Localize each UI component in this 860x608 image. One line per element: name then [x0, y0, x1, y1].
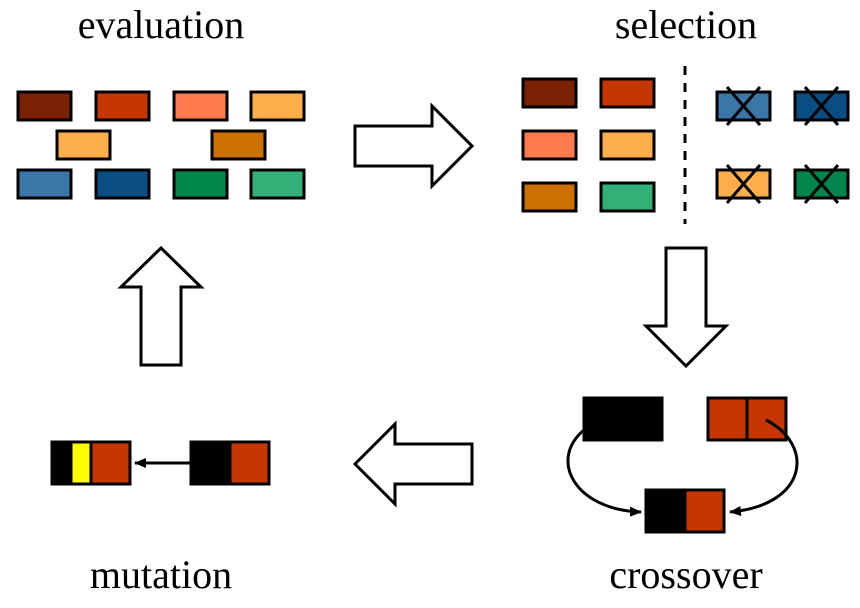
arrow-left: [352, 420, 474, 508]
selection-kept-individual: [521, 181, 578, 213]
evaluation-individual: [172, 90, 229, 122]
arrow-right: [353, 102, 475, 190]
evaluation-individual: [55, 129, 112, 161]
mutation-before: [189, 440, 271, 486]
cross-out-mark: [803, 164, 840, 204]
gene-segment: [69, 440, 93, 486]
gene-segment: [706, 396, 749, 442]
selection-kept-group: [521, 77, 656, 213]
label-selection: selection: [615, 2, 757, 47]
cross-out-mark: [725, 164, 762, 204]
selection-kept-individual: [599, 77, 656, 109]
selection-rejected-individual: [715, 164, 772, 204]
gene-segment: [621, 396, 664, 442]
selection-kept-individual: [521, 129, 578, 161]
selection-kept-individual: [599, 181, 656, 213]
gene-segment: [745, 396, 788, 442]
cross-out-mark: [803, 86, 840, 126]
crossover-child: [644, 488, 726, 534]
selection-kept-individual: [599, 129, 656, 161]
evaluation-individual: [249, 168, 306, 200]
mutation-after: [50, 440, 132, 486]
crossover-parent-a: [582, 396, 664, 442]
evaluation-population: [16, 90, 306, 200]
label-evaluation: evaluation: [78, 2, 245, 47]
cross-out-mark: [725, 86, 762, 126]
selection-rejected-group: [715, 86, 850, 204]
arrow-down: [642, 246, 730, 369]
evaluation-individual: [94, 168, 151, 200]
crossover-arrow-right: [729, 418, 799, 516]
crossover-parent-b: [706, 396, 788, 442]
label-mutation: mutation: [90, 552, 232, 597]
evaluation-individual: [249, 90, 306, 122]
crossover-arrow-left: [566, 428, 642, 517]
evaluation-individual: [94, 90, 151, 122]
rejected-block: [715, 90, 772, 122]
selection-rejected-individual: [793, 164, 850, 204]
gene-segment: [50, 440, 73, 486]
gene-segment: [644, 488, 687, 534]
gene-segment: [228, 440, 271, 486]
arrow-up: [117, 245, 205, 367]
evaluation-individual: [16, 90, 73, 122]
selection-kept-individual: [521, 77, 578, 109]
label-crossover: crossover: [609, 552, 762, 597]
evaluation-individual: [172, 168, 229, 200]
evaluation-individual: [16, 168, 73, 200]
gene-segment: [89, 440, 132, 486]
selection-rejected-individual: [715, 86, 772, 126]
gene-segment: [582, 396, 625, 442]
evaluation-individual: [210, 129, 267, 161]
gene-segment: [189, 440, 232, 486]
rejected-block: [715, 168, 772, 200]
selection-rejected-individual: [793, 86, 850, 126]
gene-segment: [683, 488, 726, 534]
